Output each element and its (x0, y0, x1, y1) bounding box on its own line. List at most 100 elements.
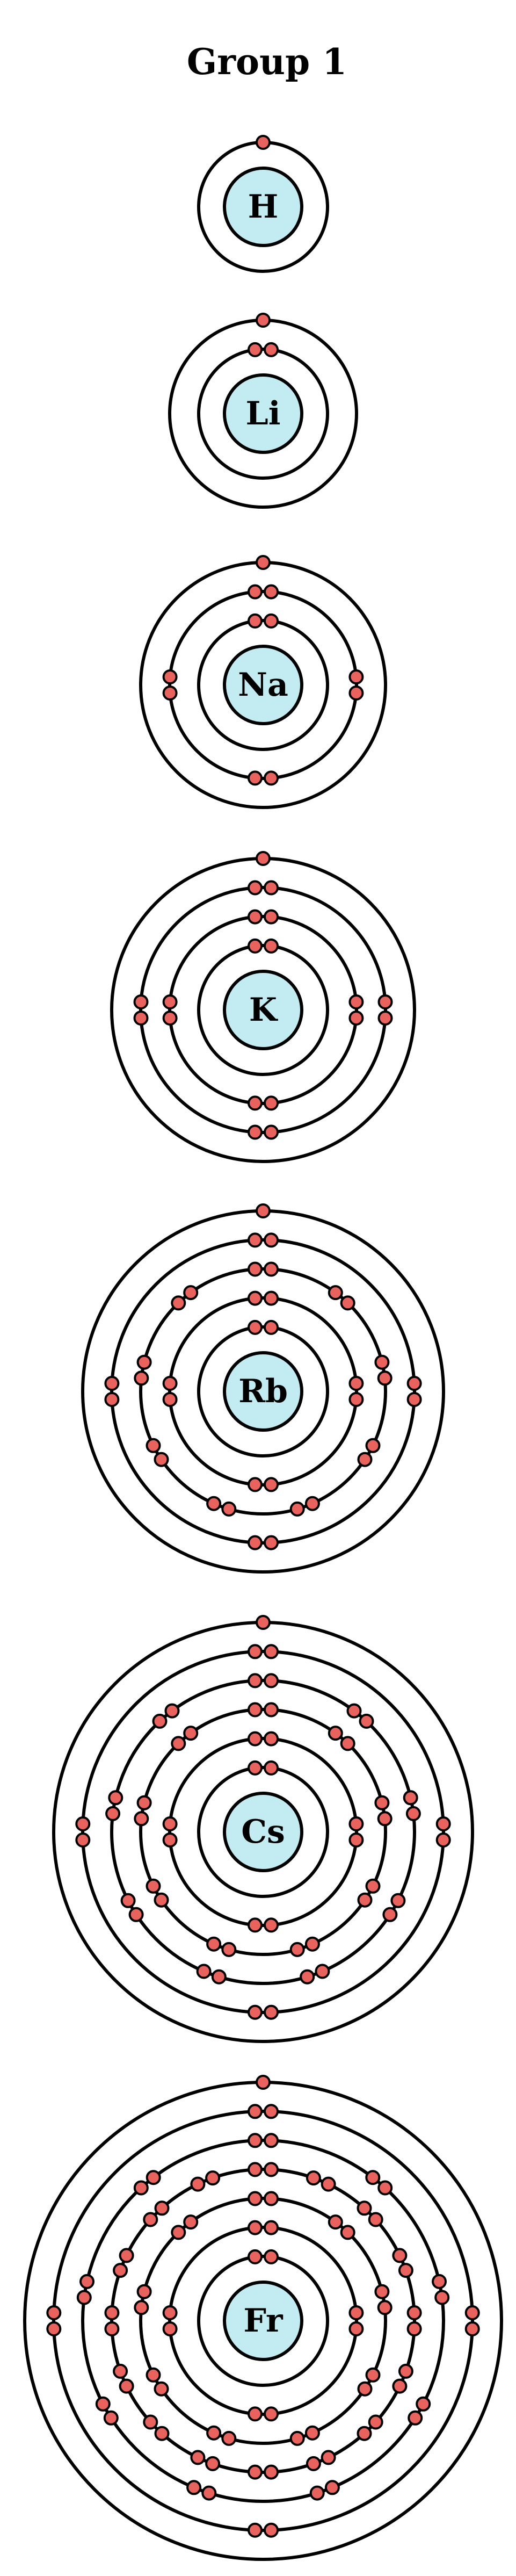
electron (256, 135, 271, 150)
electron (119, 2248, 134, 2263)
electron (264, 1673, 279, 1689)
atom-h: H (197, 135, 329, 273)
electron (264, 1535, 279, 1550)
electron (248, 2133, 263, 2148)
electron (264, 909, 279, 925)
electron (264, 613, 279, 629)
electron (95, 2396, 111, 2412)
electron (264, 1261, 279, 1277)
electron (390, 1893, 406, 1908)
electron (264, 2249, 279, 2264)
electron (154, 1892, 169, 1908)
electron (136, 1795, 152, 1810)
electron (248, 2249, 263, 2264)
electron (248, 1232, 263, 1248)
electron (392, 2378, 408, 2394)
electron (105, 1806, 121, 1821)
electron (398, 2263, 413, 2278)
electron (248, 1731, 263, 1747)
electron (162, 1376, 178, 1391)
electron (164, 1703, 180, 1719)
electron (328, 2214, 343, 2230)
electron (264, 1760, 279, 1776)
electron (357, 1452, 373, 1467)
electron (306, 2170, 321, 2186)
atom-cs: Cs (52, 1615, 474, 2043)
electron (221, 1942, 237, 1957)
electron (186, 2480, 202, 2495)
electron (162, 669, 178, 684)
electron (248, 770, 263, 786)
electron (248, 1644, 263, 1659)
electron (348, 669, 364, 684)
electron-shell (168, 1296, 358, 1487)
electron (309, 2485, 325, 2501)
electron (146, 1438, 161, 1453)
electron (162, 2305, 178, 2320)
electron-shell (139, 1267, 387, 1516)
electron (76, 2290, 92, 2305)
electron (256, 1203, 271, 1218)
electron-shell (197, 2255, 329, 2387)
element-symbol: Rb (238, 1373, 288, 1410)
electron (162, 686, 178, 701)
electron (104, 2305, 120, 2320)
electron (256, 851, 271, 866)
electron (406, 1392, 422, 1407)
electron (357, 1892, 373, 1908)
electron-shell (81, 2139, 445, 2503)
electron (377, 1370, 393, 1386)
electron (248, 1917, 263, 1933)
electron (248, 1477, 263, 1492)
electron (248, 2464, 263, 2480)
electron (321, 2450, 336, 2465)
electron (134, 1811, 149, 1827)
electron (221, 1501, 237, 1517)
nucleus (223, 167, 303, 247)
electron (357, 2200, 372, 2216)
electron-shell (139, 1708, 387, 1956)
diagram-title: Group 1 (187, 41, 347, 83)
electron (162, 1816, 178, 1831)
electron (377, 2180, 393, 2196)
electron (133, 1011, 149, 1026)
atom-fr: Fr (23, 2075, 503, 2561)
electron (248, 1261, 263, 1277)
electron (104, 1376, 120, 1391)
electron (348, 1376, 364, 1391)
atom-na: Na (139, 555, 387, 809)
electron (264, 880, 279, 896)
electron (211, 1969, 227, 1985)
electron (248, 938, 263, 954)
electron (264, 1290, 279, 1306)
nucleus (223, 1351, 303, 1432)
electron (406, 1376, 422, 1391)
electron (348, 994, 364, 1009)
electron (154, 1452, 169, 1467)
electron (264, 2464, 279, 2480)
electron-shell (197, 348, 329, 480)
electron (315, 1964, 330, 1979)
electron (365, 1878, 381, 1894)
electron (134, 2300, 149, 2315)
electron (248, 2220, 263, 2235)
electron (133, 2180, 149, 2196)
electron (248, 1290, 263, 1306)
electron (304, 1936, 320, 1952)
electron (248, 1095, 263, 1111)
electron-shell (168, 915, 358, 1105)
electron (206, 1936, 222, 1952)
electron (374, 1354, 390, 1370)
electron (289, 2430, 305, 2446)
electron (146, 2170, 161, 2185)
electron (434, 2290, 450, 2305)
electron (248, 342, 263, 357)
electron (289, 1942, 305, 1957)
electron (328, 1726, 343, 1741)
electron (206, 2425, 222, 2441)
electron (256, 2075, 271, 2090)
electron (264, 1731, 279, 1747)
electron (348, 2321, 364, 2336)
electron-shell (110, 2168, 416, 2474)
